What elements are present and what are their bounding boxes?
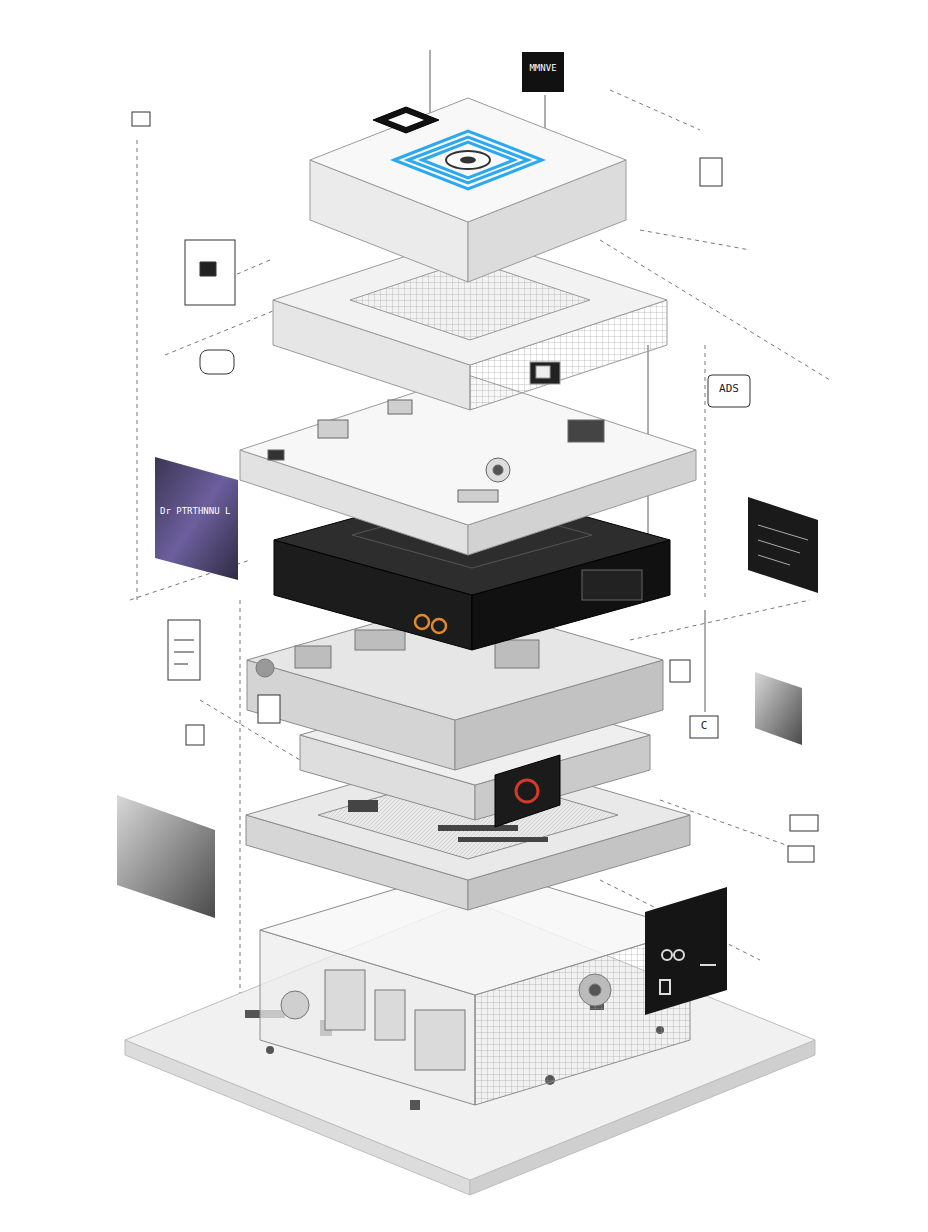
icon (674, 950, 684, 960)
icon-card (788, 846, 814, 862)
photo-panel (117, 795, 215, 918)
top-box-top (310, 98, 626, 222)
guide-lines (130, 90, 830, 1000)
screen (530, 362, 560, 384)
panel-text: Dr PTRTHNNU L (160, 506, 234, 516)
leader-line (705, 610, 706, 712)
fan (579, 974, 611, 1006)
coil (281, 991, 309, 1019)
part (415, 1010, 465, 1070)
part (375, 990, 405, 1040)
guide-line (137, 140, 138, 600)
icon-card (185, 240, 235, 305)
orange-icon (415, 615, 429, 629)
dome (486, 458, 510, 482)
part (325, 970, 365, 1030)
icon-cards (132, 112, 818, 862)
image-panel (748, 497, 818, 593)
icon-card (790, 815, 818, 831)
part (318, 420, 348, 438)
tag (522, 52, 564, 92)
panel-icons (660, 950, 716, 994)
coil-ring (408, 137, 528, 183)
internal-parts (281, 970, 611, 1070)
callout-label: C (692, 720, 716, 733)
slot (458, 837, 548, 842)
icon-card (700, 158, 722, 186)
components (268, 400, 604, 502)
photo-panel (755, 672, 802, 745)
blue-coil (394, 131, 542, 189)
part (495, 640, 539, 668)
dome-core (493, 465, 503, 475)
icon-card (168, 620, 200, 680)
part (458, 490, 498, 502)
guide-line (640, 230, 750, 250)
part (410, 1100, 420, 1110)
leader-line (430, 50, 431, 120)
icon-card (132, 112, 150, 126)
panel-lines (758, 525, 808, 565)
icon (700, 964, 716, 966)
icon (662, 950, 672, 960)
image-panel (155, 457, 238, 580)
guide-line (630, 600, 810, 640)
fan-hub (589, 984, 601, 996)
part (268, 450, 284, 460)
top-box (310, 98, 626, 282)
part (388, 400, 412, 414)
lens (446, 151, 490, 169)
cable-loop (256, 659, 274, 677)
label-card (690, 716, 718, 738)
coil-ring (394, 131, 542, 189)
panel-line (758, 525, 808, 565)
chip (373, 107, 439, 133)
icon (660, 980, 670, 994)
slot (438, 825, 518, 831)
lens-core (460, 157, 476, 164)
label-card (708, 375, 750, 407)
red-ring (516, 780, 538, 802)
part (568, 420, 604, 442)
screen-face (536, 366, 550, 378)
coil-ring (422, 142, 514, 178)
part (266, 1046, 274, 1054)
dark-panel (495, 755, 560, 827)
guide-line (240, 600, 241, 1000)
icon-card (670, 660, 690, 682)
orange-icon (432, 619, 446, 633)
guide-line (610, 90, 700, 130)
clip (200, 350, 234, 374)
part (295, 646, 331, 668)
port-panel (582, 570, 642, 600)
callout-label: ADS (710, 383, 748, 396)
icon-card (258, 695, 280, 723)
chip (348, 800, 378, 812)
icon-card (186, 725, 204, 745)
guide-line (705, 345, 706, 600)
icon (200, 262, 216, 276)
chip-inset (388, 113, 424, 127)
icon (174, 640, 194, 664)
dark-panel (645, 887, 727, 1015)
tag-label: MMNVE (522, 63, 564, 73)
part (355, 630, 405, 650)
